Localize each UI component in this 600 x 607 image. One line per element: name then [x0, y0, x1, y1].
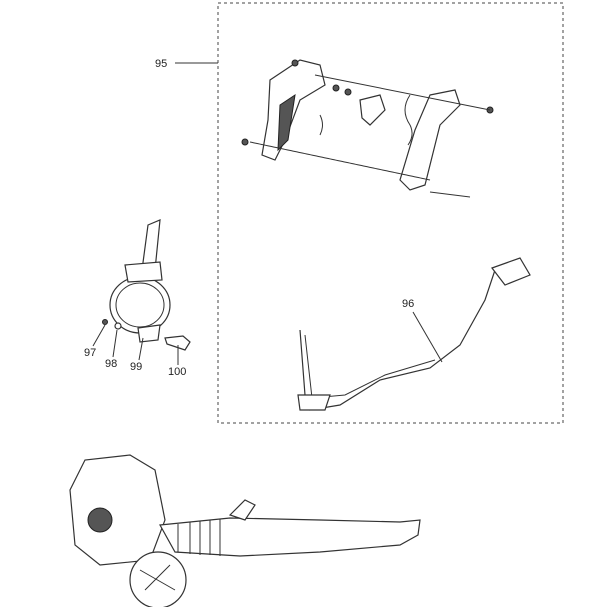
callout-label-96: 96: [402, 298, 414, 310]
kit-boundary-box: [217, 2, 564, 424]
callout-95[interactable]: 95: [155, 58, 218, 70]
callout-label-97: 97: [84, 347, 96, 359]
callout-100[interactable]: 100: [168, 345, 186, 378]
callout-label-95: 95: [155, 58, 167, 70]
clamp-assembly: [102, 219, 191, 351]
callout-label-99: 99: [130, 361, 142, 373]
blower-illustration: [69, 454, 421, 607]
callout-96[interactable]: 96: [402, 298, 443, 363]
handle-assembly: [241, 59, 494, 198]
callout-99[interactable]: 99: [130, 337, 144, 373]
callout-label-100: 100: [168, 366, 186, 378]
callout-97[interactable]: 97: [84, 324, 106, 359]
callout-98[interactable]: 98: [105, 329, 118, 370]
throttle-cable: [297, 257, 531, 411]
callout-label-98: 98: [105, 358, 117, 370]
